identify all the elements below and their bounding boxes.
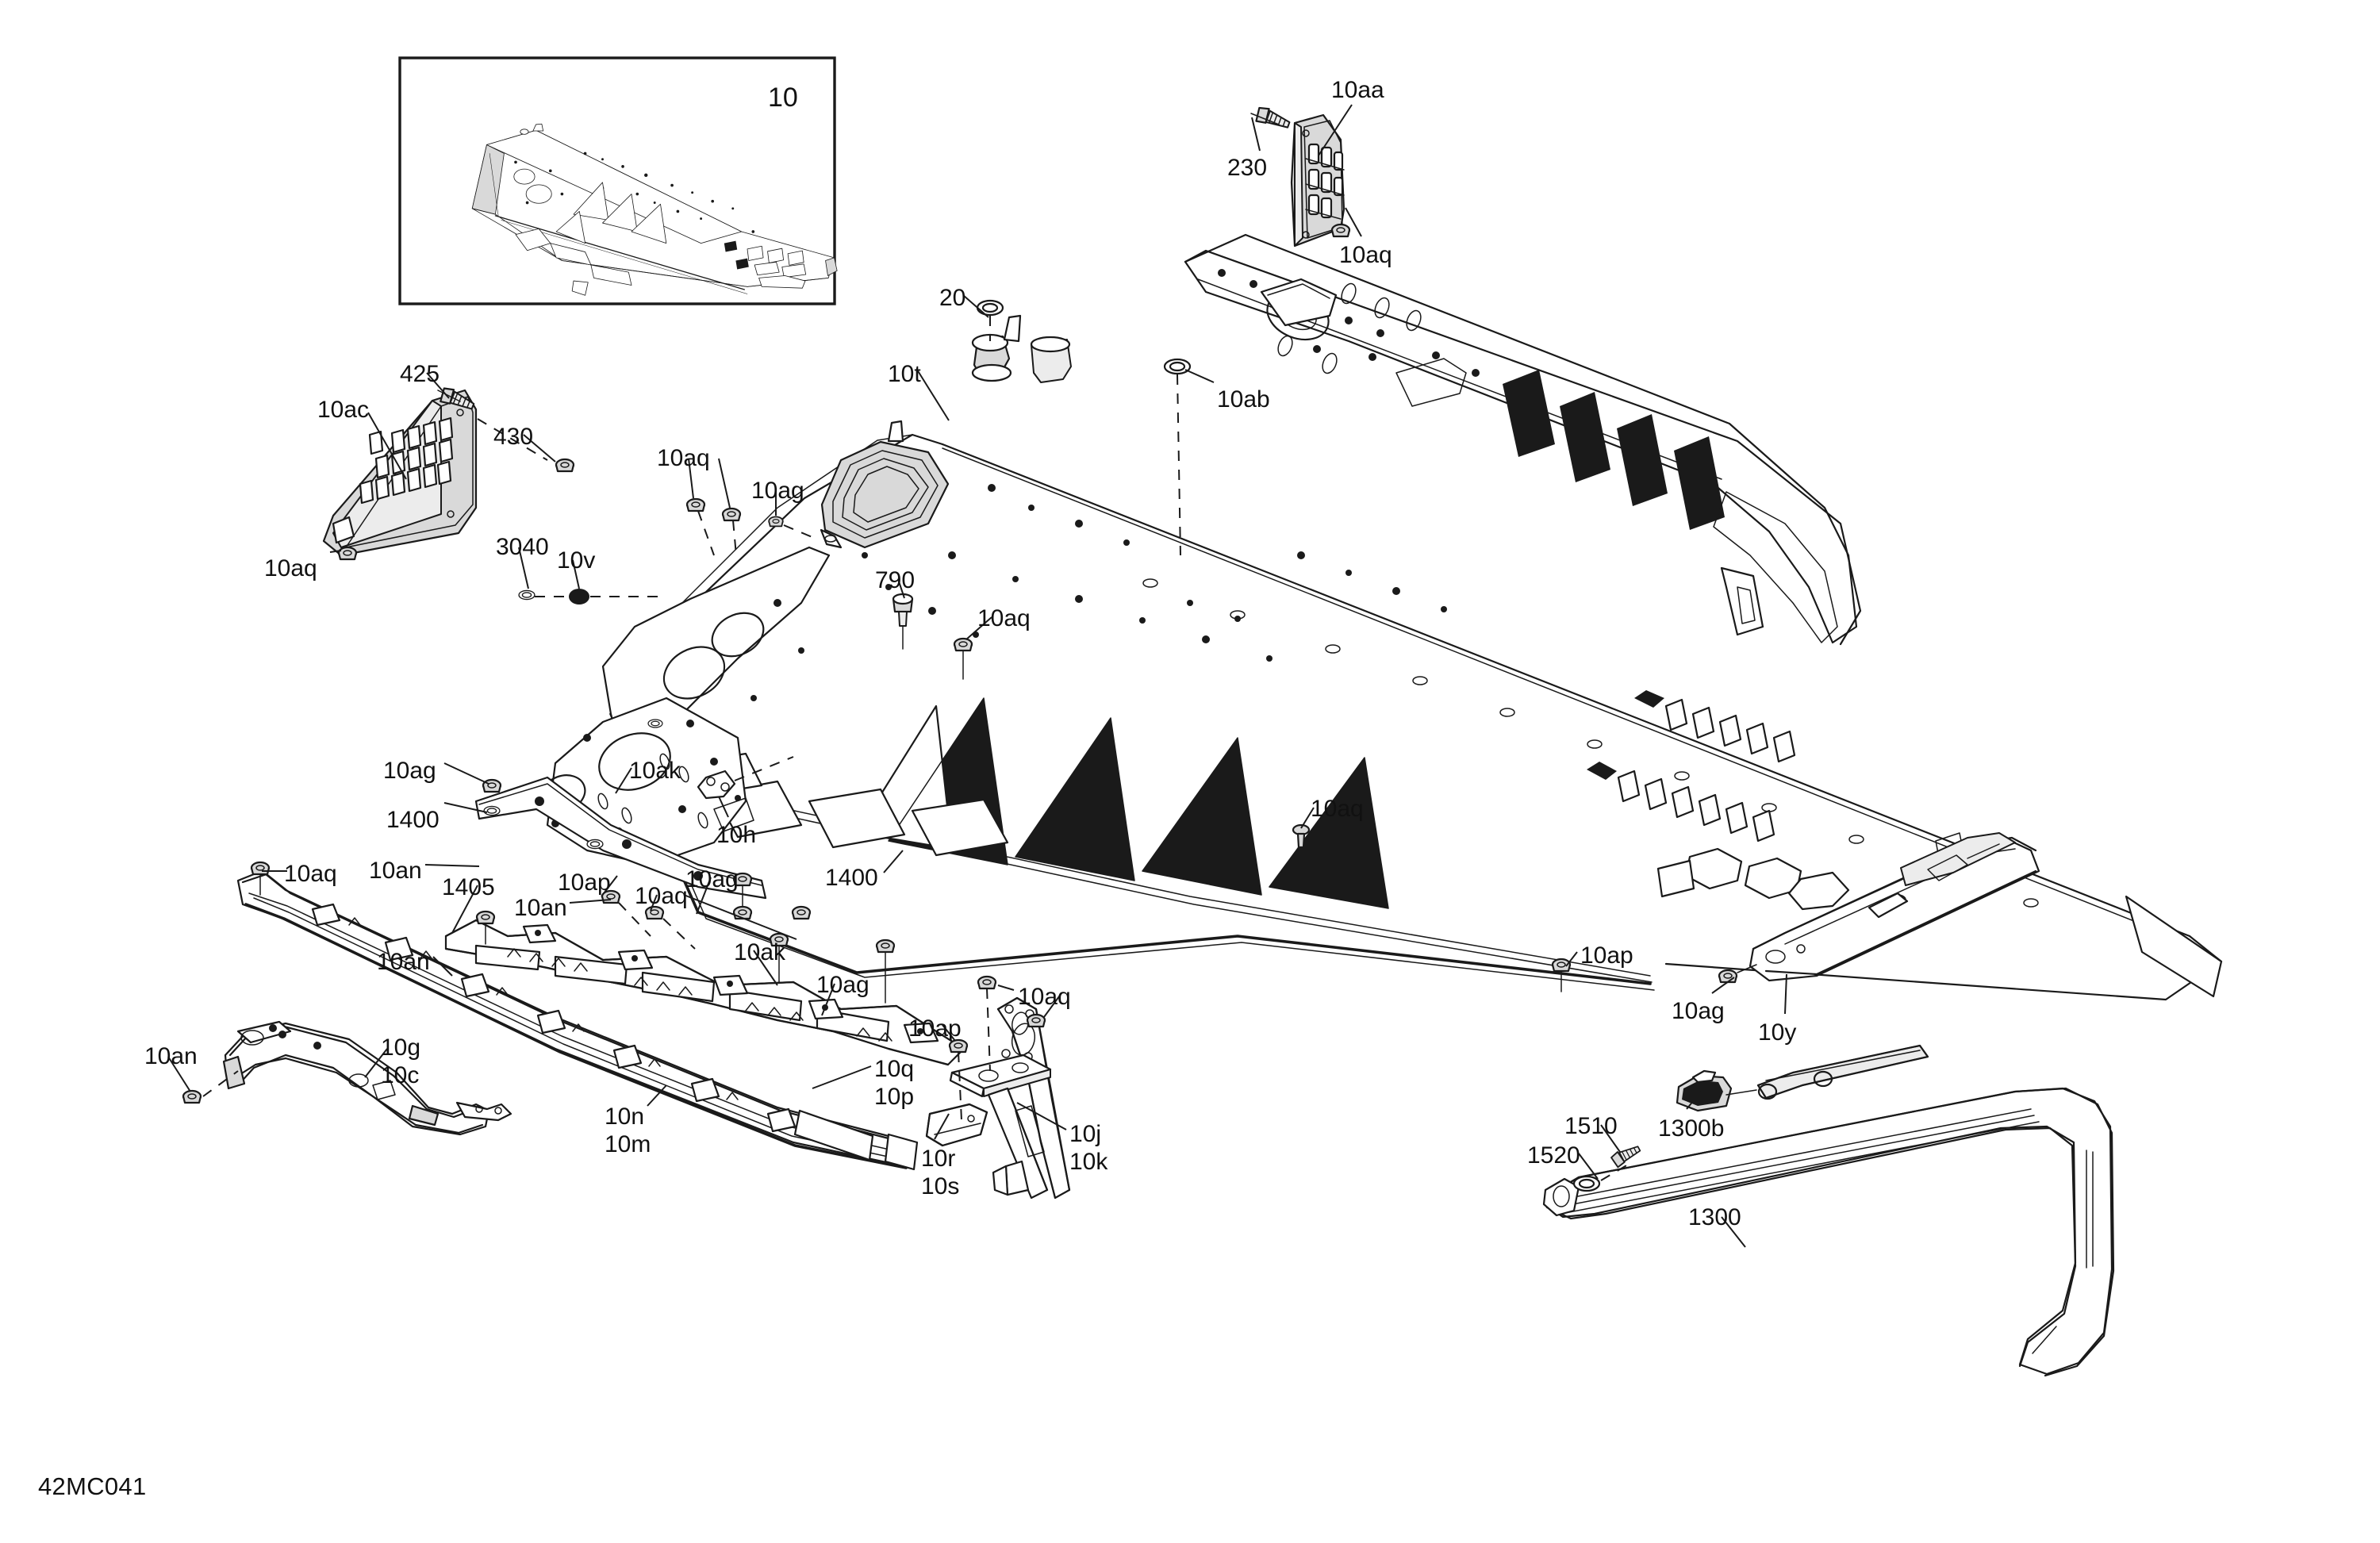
inset-assembly-number: 10 [768,83,798,113]
callout-10v: 10v [557,547,596,574]
callout-10ag: 10ag [1672,998,1725,1024]
callout-10aq: 10aq [1339,242,1392,268]
callout-1300: 1300 [1688,1204,1741,1230]
callout-10aq: 10aq [284,861,337,887]
left-footrest-10ac [322,385,575,561]
main-tunnel [601,314,2223,1001]
deck-bushing [971,314,1022,382]
callout-10aq: 10aq [264,555,317,582]
callout-10r-10s: 10r 10s [921,1146,960,1200]
bottom-skid-rail [236,861,919,1171]
callout-10aa: 10aa [1331,77,1384,103]
heat-exchanger-rail-1300 [1542,1044,2115,1377]
callout-1400: 1400 [825,865,878,891]
callout-3040: 3040 [496,534,549,560]
callout-10ag: 10ag [816,972,869,998]
callout-430: 430 [493,424,534,450]
sheet-code: 42MC041 [38,1472,147,1500]
callout-10aq: 10aq [977,605,1031,631]
small-parts-3040-10v [518,589,658,605]
callout-10t: 10t [888,361,921,387]
rear-grille-10aa [1250,105,1351,248]
small-link-10h [697,756,794,800]
callout-10ap: 10ap [558,869,611,896]
callout-10ap: 10ap [908,1015,962,1042]
rear-tail-bracket-10y [1718,832,2040,984]
callout-10h: 10h [716,822,757,848]
leader-lines [167,104,1787,1248]
tunnel-fasteners [685,299,1572,992]
callout-10aq: 10aq [1018,984,1071,1010]
upright-bracket-10j [925,975,1071,1199]
rail-clip-1300b [1676,1069,1757,1112]
upper-rear-panel [1184,233,1862,646]
callout-10an: 10an [369,858,422,884]
callout-425: 425 [400,361,440,387]
inset-assembly-drawing [398,56,838,305]
callout-10ak: 10ak [629,758,681,784]
callout-1520: 1520 [1527,1142,1580,1169]
callout-10n-10m: 10n 10m [605,1104,651,1158]
callout-1400: 1400 [386,807,440,833]
callout-10ag: 10ag [751,478,804,504]
callout-1510: 1510 [1564,1113,1618,1139]
front-closeout-panel [820,420,950,549]
deck-collar [1030,336,1072,383]
callout-10an: 10an [377,949,430,975]
curved-bracket-10g [182,1020,512,1136]
callout-10aq: 10aq [635,883,688,909]
callout-1405: 1405 [442,874,495,900]
left-front-plate [474,697,767,920]
callout-10ap: 10ap [1580,942,1633,969]
callout-10ac: 10ac [317,397,370,423]
callout-10ak: 10ak [734,939,786,965]
upper-rail-segment [1756,1044,1929,1100]
callout-10g-10c: 10g 10c [381,1034,421,1089]
callout-10y: 10y [1758,1019,1797,1046]
callout-20: 20 [939,285,966,311]
callout-10aq: 10aq [657,445,710,471]
callout-10aq: 10aq [1311,796,1364,822]
callout-1300b: 1300b [1658,1115,1725,1142]
callout-10ab: 10ab [1217,386,1270,413]
callout-230: 230 [1227,155,1268,181]
callout-10ag: 10ag [685,866,739,892]
callout-10an: 10an [514,895,567,921]
callout-10j-10k: 10j 10k [1069,1121,1108,1176]
callout-10q-10p: 10q 10p [874,1056,915,1111]
callout-10an: 10an [144,1043,198,1069]
callout-10ag: 10ag [383,758,436,784]
callout-790: 790 [875,567,916,593]
